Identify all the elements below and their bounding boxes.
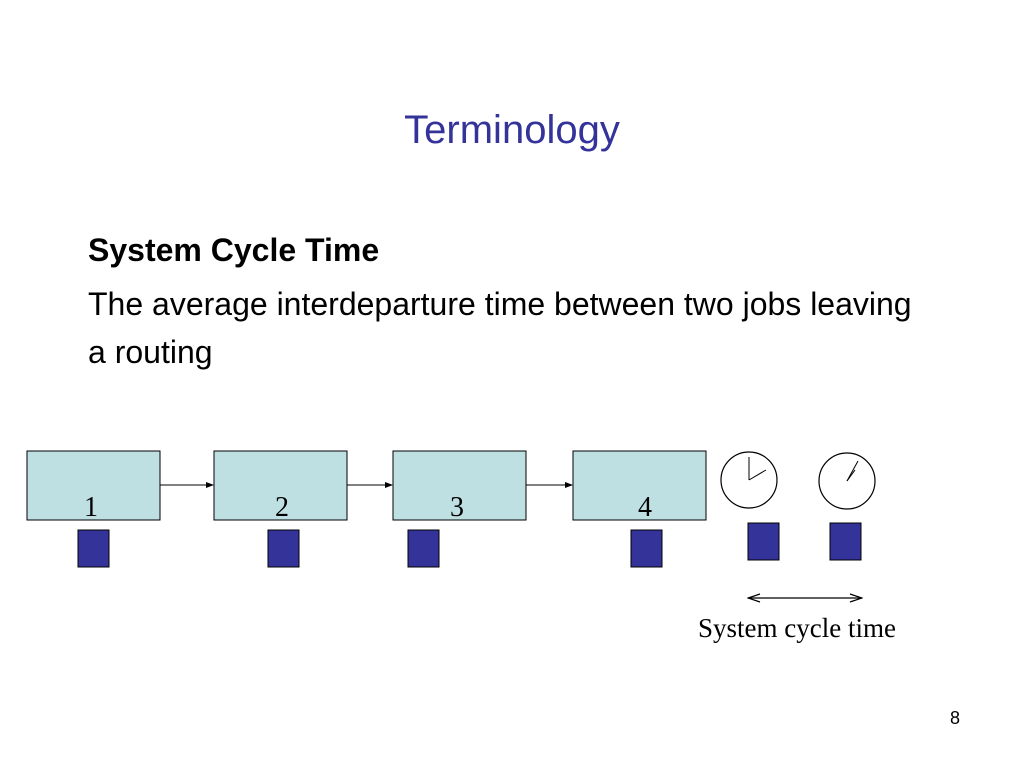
- departed-job-square: [747, 522, 780, 561]
- station-label-3: 3: [450, 492, 464, 523]
- clock-icon: [818, 452, 876, 510]
- station-box-2: [213, 450, 348, 521]
- term-heading: System Cycle Time: [88, 232, 380, 268]
- slide-title: Terminology: [404, 108, 620, 152]
- term-definition: The average interdeparture time between …: [88, 286, 912, 370]
- station-label-1: 1: [84, 492, 98, 523]
- station-box-3: [392, 450, 527, 521]
- job-square: [407, 529, 440, 568]
- departed-job-square: [829, 522, 862, 561]
- clock-icon: [720, 451, 778, 509]
- job-square: [630, 529, 663, 568]
- station-label-2: 2: [275, 492, 289, 523]
- page-number: 8: [949, 708, 960, 728]
- station-box-1: [26, 450, 161, 521]
- cycle-time-caption: System cycle time: [698, 613, 896, 643]
- station-label-4: 4: [638, 492, 652, 523]
- job-square: [77, 529, 110, 568]
- job-square: [267, 529, 300, 568]
- station-box-4: [572, 450, 707, 521]
